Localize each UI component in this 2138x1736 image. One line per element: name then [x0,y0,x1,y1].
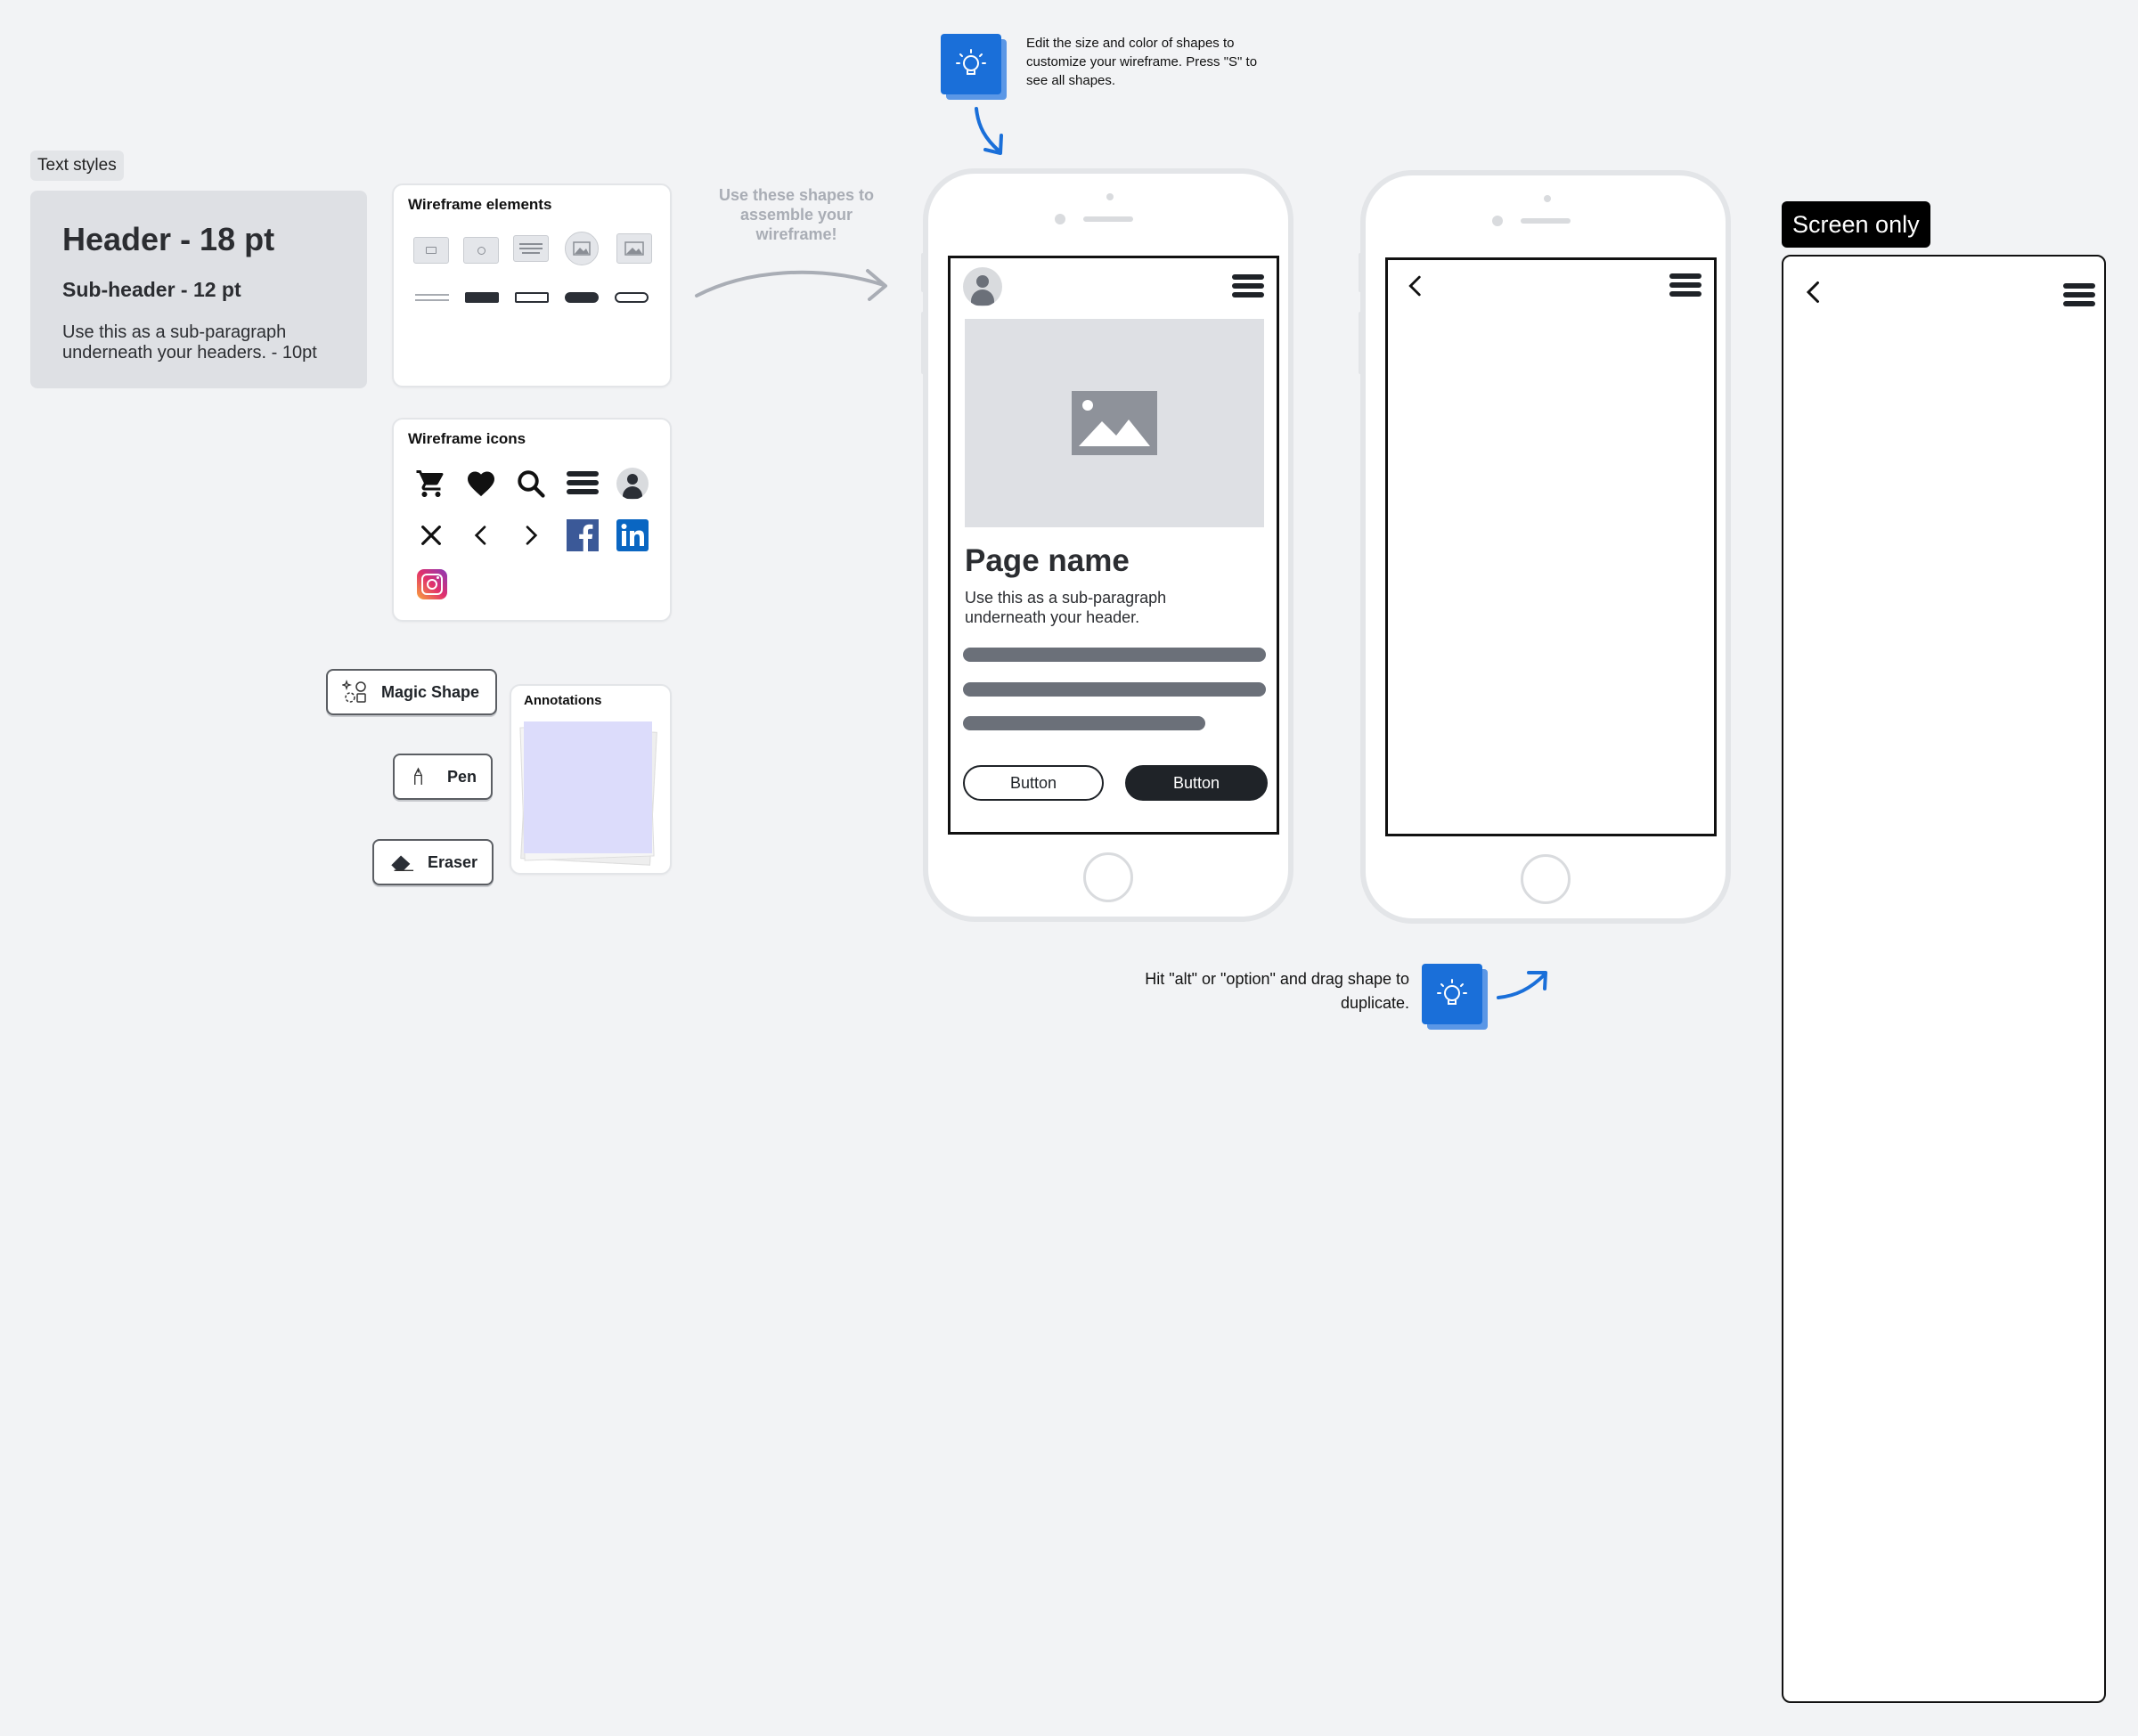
tip-top-arrow [975,107,1003,155]
wireframe-icons-title: Wireframe icons [408,430,526,447]
phone2-home-button[interactable] [1521,854,1571,904]
page-title: Page name [965,543,1130,578]
back-chevron-icon[interactable] [1400,271,1431,301]
lightbulb-icon [956,49,986,75]
text-line-placeholder [963,682,1266,697]
pen-button[interactable]: Pen [393,754,493,800]
magic-shape-icon [342,679,366,703]
linkedin-icon[interactable] [616,519,649,551]
phone2-screen[interactable] [1385,257,1717,836]
screen-only-label: Screen only [1782,201,1930,248]
menu-icon[interactable] [1669,273,1701,300]
tip-card-bottom[interactable] [1422,964,1482,1024]
heart-icon[interactable] [465,468,497,500]
tip-bottom-arrow [1497,971,1547,999]
element-pill-filled[interactable] [565,292,599,303]
hero-image-placeholder[interactable] [965,319,1264,527]
phone1-screen[interactable]: Page name Use this as a sub-paragraph un… [948,256,1279,835]
text-styles-tag: Text styles [30,151,124,181]
element-divider-lines[interactable] [415,294,449,301]
sample-header: Header - 18 pt [62,221,275,257]
phone1-camera [1055,214,1065,224]
tip-top-text: Edit the size and color of shapes to cus… [1026,36,1258,88]
element-bar-filled[interactable] [465,292,499,303]
chevron-right-icon[interactable] [517,521,545,550]
annotations-card[interactable]: Annotations [510,684,672,875]
pen-label: Pen [446,767,477,786]
facebook-icon[interactable] [567,519,599,551]
text-line-placeholder [963,648,1266,662]
cart-icon[interactable] [415,468,447,500]
element-bar-outline[interactable] [515,292,549,303]
phone2-camera [1492,216,1503,226]
element-image-circle[interactable] [565,232,599,265]
text-line-placeholder [963,716,1205,730]
magic-shape-label: Magic Shape [381,682,480,701]
back-chevron-icon[interactable] [1798,276,1830,308]
phone1-speaker [1083,216,1133,222]
phone2-top-dot [1544,195,1551,202]
hint-shapes-text: Use these shapes to assemble your wirefr… [718,186,875,243]
text-styles-card[interactable]: Header - 18 pt Sub-header - 12 pt Use th… [30,191,367,388]
eraser-icon [390,855,414,872]
element-toggle-shape[interactable] [463,237,499,264]
pen-icon [414,767,422,785]
lightbulb-icon [1437,979,1467,1005]
wireframe-elements-card[interactable]: Wireframe elements [392,183,672,387]
close-icon[interactable] [417,521,445,550]
annotations-title: Annotations [524,693,602,708]
phone1-home-button[interactable] [1083,852,1133,902]
eraser-button[interactable]: Eraser [372,839,494,885]
chevron-left-icon[interactable] [467,521,495,550]
wireframe-elements-title: Wireframe elements [408,196,552,213]
filled-button[interactable]: Button [1125,765,1268,801]
sample-subheader: Sub-header - 12 pt [62,278,241,301]
element-pill-outline[interactable] [615,292,649,303]
user-icon[interactable] [616,468,649,500]
sample-paragraph: Use this as a sub-paragraph underneath y… [62,322,317,363]
element-image-rect[interactable] [616,233,652,264]
image-icon [1072,391,1157,455]
eraser-label: Eraser [427,852,477,871]
menu-icon[interactable] [1232,274,1264,301]
element-button-shape[interactable] [413,237,449,264]
magic-shape-button[interactable]: Magic Shape [326,669,497,715]
search-icon[interactable] [515,468,547,500]
tip-card-top[interactable] [941,34,1001,94]
phone-frame-1[interactable]: Page name Use this as a sub-paragraph un… [923,168,1293,922]
element-text-block[interactable] [513,235,549,262]
page-subparagraph: Use this as a sub-paragraph underneath y… [965,589,1167,626]
tip-bottom-text: Hit "alt" or "option" and drag shape to … [1145,970,1409,1012]
hint-arrow [695,269,887,301]
sticky-note[interactable] [524,721,652,853]
phone-frame-2[interactable] [1360,170,1731,924]
phone2-speaker [1521,218,1571,224]
menu-icon[interactable] [2063,283,2095,310]
instagram-icon[interactable] [417,569,447,599]
wireframe-icons-card[interactable]: Wireframe icons [392,418,672,622]
screen-only-frame[interactable] [1782,255,2106,1703]
phone1-top-dot [1106,193,1114,200]
outline-button[interactable]: Button [963,765,1104,801]
profile-avatar[interactable] [963,267,1002,306]
menu-icon[interactable] [567,471,599,498]
